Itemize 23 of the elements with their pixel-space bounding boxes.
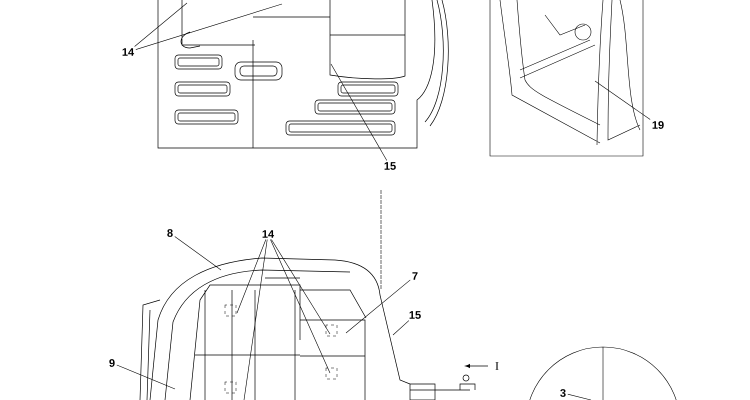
view-label: I — [495, 362, 499, 370]
node-text: 19 — [652, 121, 664, 129]
node-text: 7 — [412, 272, 418, 280]
node-text: 3 — [560, 389, 566, 397]
leader-line — [330, 64, 388, 161]
leader-line — [594, 80, 650, 120]
leader-line — [271, 239, 330, 334]
leader-line — [236, 239, 266, 314]
node-text: 8 — [167, 229, 173, 237]
leader-line — [346, 280, 411, 334]
leader-line — [136, 4, 282, 50]
leader-line — [392, 320, 410, 336]
node-text: 9 — [109, 359, 115, 367]
node-text: 15 — [410, 311, 421, 319]
leader-line — [116, 364, 176, 390]
node-text: 15 — [384, 162, 396, 170]
node-text: 14 — [122, 48, 134, 56]
leader-line — [567, 394, 592, 400]
leader-line — [174, 236, 222, 270]
leader-line — [244, 239, 268, 400]
leader-line — [134, 2, 188, 47]
node-text: 14 — [262, 230, 274, 238]
leader-line — [270, 239, 330, 374]
